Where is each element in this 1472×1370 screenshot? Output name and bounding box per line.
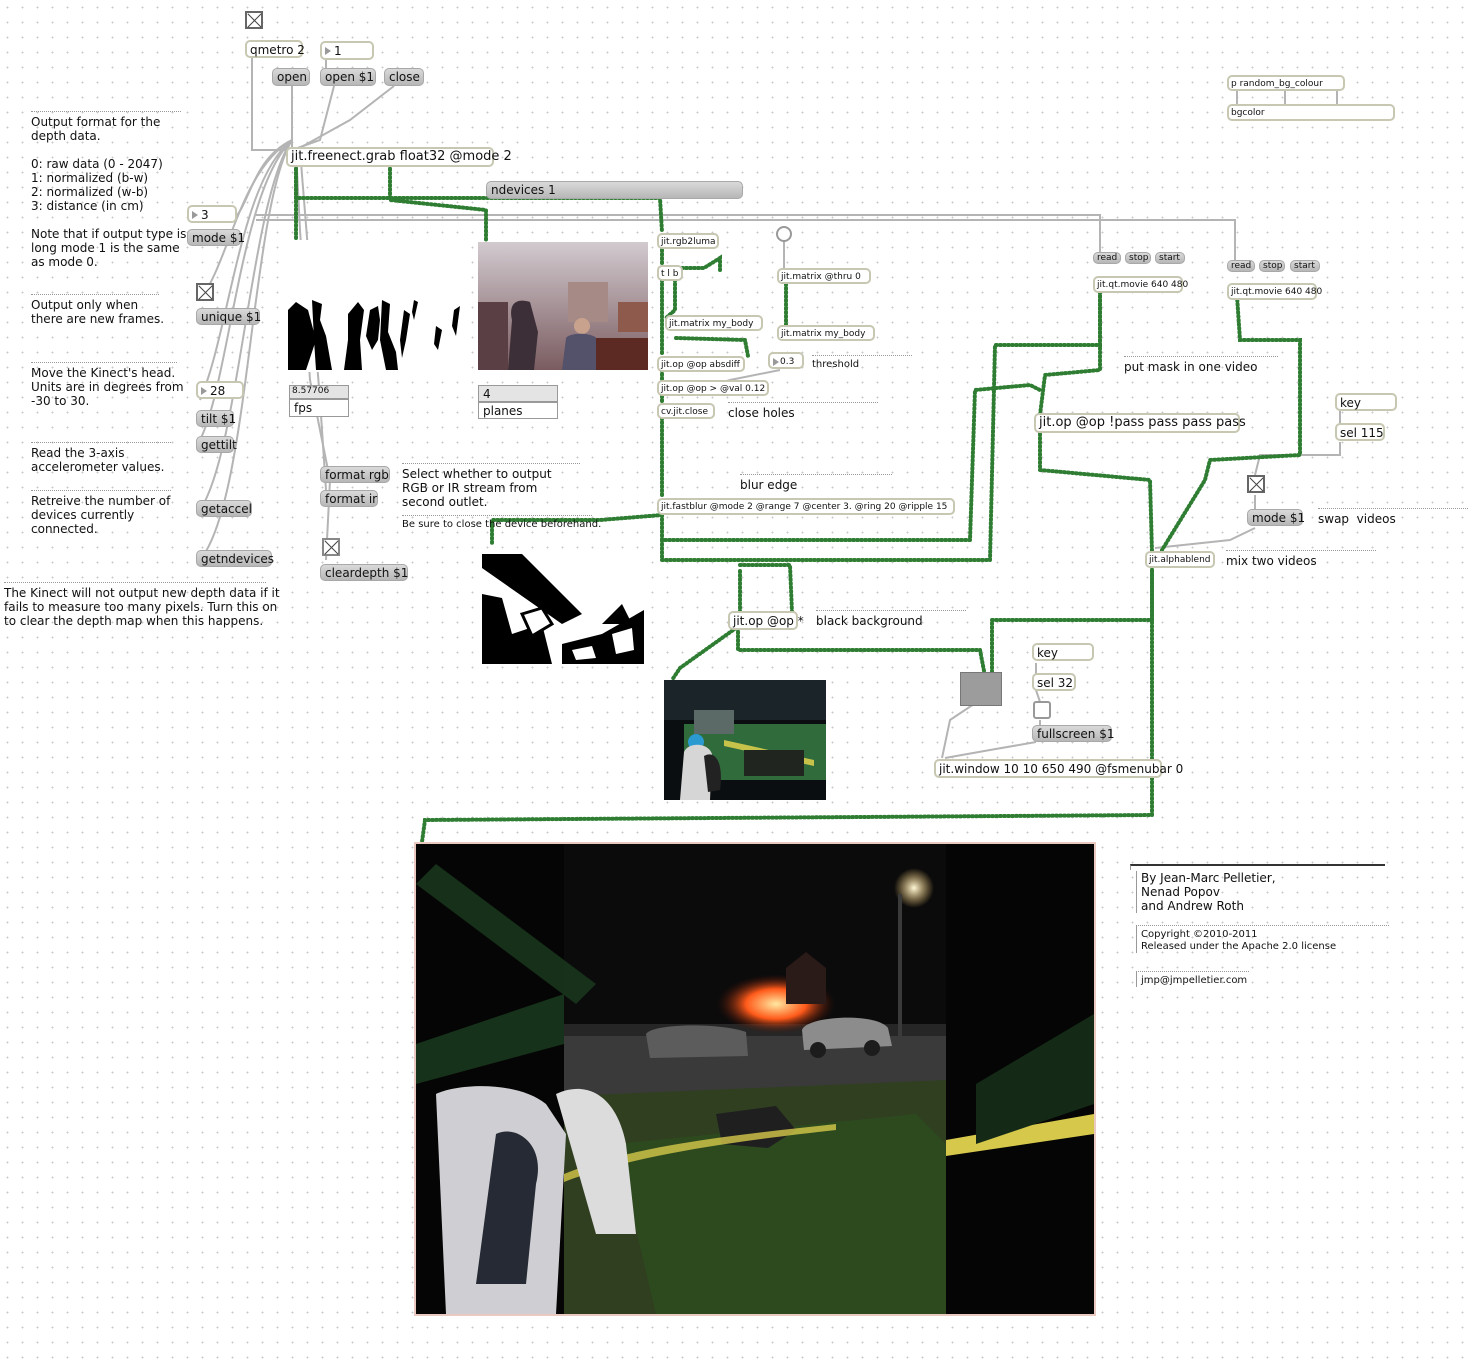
message-mode-swap[interactable]: mode $1 xyxy=(1247,509,1305,526)
number-threshold[interactable]: 0.3 xyxy=(768,352,804,369)
object-qtmovie1[interactable]: jit.qt.movie 640 480 xyxy=(1093,276,1188,293)
message-ndevices[interactable]: ndevices 1 xyxy=(486,181,743,199)
object-sel115[interactable]: sel 115 xyxy=(1335,423,1385,441)
message-mode[interactable]: mode $1 xyxy=(187,229,245,246)
bang-trigger[interactable] xyxy=(776,226,792,242)
message-stop2[interactable]: stop xyxy=(1259,260,1285,272)
gate-switch[interactable] xyxy=(960,672,1002,706)
message-format-rgb[interactable]: format rgb xyxy=(320,466,390,483)
message-getndevices[interactable]: getndevices xyxy=(196,550,274,567)
comment-black-background: black background xyxy=(816,610,966,628)
message-close[interactable]: close xyxy=(384,68,424,86)
message-getaccel[interactable]: getaccel xyxy=(196,500,252,517)
comment-close-holes: close holes xyxy=(728,402,878,420)
number-open[interactable]: 1 xyxy=(320,41,374,60)
depth-preview xyxy=(286,240,466,372)
comment-credits: By Jean-Marc Pelletier, Nenad Popov and … xyxy=(1136,871,1389,913)
message-open1[interactable]: open $1 xyxy=(320,68,376,86)
comment-email: jmp@jmpelletier.com xyxy=(1136,971,1249,987)
message-tilt[interactable]: tilt $1 xyxy=(196,410,236,427)
object-rgb2luma[interactable]: jit.rgb2luma xyxy=(657,233,719,249)
object-random-bg[interactable]: p random_bg_colour xyxy=(1227,75,1345,91)
message-unique[interactable]: unique $1 xyxy=(196,308,261,325)
comment-unique: Output only when there are new frames. xyxy=(31,294,164,326)
message-read2[interactable]: read xyxy=(1227,260,1255,272)
fps-label: fps xyxy=(289,399,349,417)
comment-mix: mix two videos xyxy=(1226,550,1376,568)
comment-ndevices: Retreive the number of devices currently… xyxy=(31,490,171,536)
message-format-ir[interactable]: format ir xyxy=(320,490,378,507)
comment-copyright: Copyright ©2010-2011 Released under the … xyxy=(1136,925,1389,953)
planes-value: 4 xyxy=(478,385,558,402)
comment-threshold: threshold xyxy=(812,355,912,371)
object-jit-window[interactable]: jit.window 10 10 650 490 @fsmenubar 0 xyxy=(934,759,1183,778)
object-matrix-body2[interactable]: jit.matrix my_body xyxy=(777,325,875,341)
message-start1[interactable]: start xyxy=(1155,252,1185,264)
toggle-swap[interactable] xyxy=(1247,475,1265,493)
object-qtmovie2[interactable]: jit.qt.movie 640 480 xyxy=(1227,283,1322,300)
object-key2[interactable]: key xyxy=(1032,643,1094,661)
comment-format-note: Be sure to close the device beforehand. xyxy=(402,515,601,531)
object-tlb[interactable]: t l b xyxy=(657,265,683,281)
number-mode[interactable]: 3 xyxy=(187,205,237,223)
message-open[interactable]: open xyxy=(272,68,310,86)
main-output-window xyxy=(414,842,1096,1316)
composite-preview xyxy=(664,680,826,800)
fps-value: 8.57706 xyxy=(289,385,349,399)
message-read1[interactable]: read xyxy=(1093,252,1121,264)
object-cv-close[interactable]: cv.jit.close xyxy=(657,403,715,419)
message-fullscreen[interactable]: fullscreen $1 xyxy=(1032,725,1114,742)
toggle-cleardepth[interactable] xyxy=(322,538,340,556)
object-op-pass[interactable]: jit.op @op !pass pass pass pass xyxy=(1034,413,1246,433)
object-matrix-thru[interactable]: jit.matrix @thru 0 xyxy=(777,268,871,284)
object-op-absdiff[interactable]: jit.op @op absdiff xyxy=(657,356,745,372)
message-cleardepth[interactable]: cleardepth $1 xyxy=(320,564,408,581)
number-tilt[interactable]: 28 xyxy=(196,381,244,399)
object-sel32[interactable]: sel 32 xyxy=(1032,673,1076,691)
toggle-unique[interactable] xyxy=(196,283,214,301)
message-stop1[interactable]: stop xyxy=(1125,252,1151,264)
object-alphablend[interactable]: jit.alphablend xyxy=(1145,551,1215,568)
comment-cleardepth: The Kinect will not output new depth dat… xyxy=(4,582,280,628)
toggle-metro[interactable] xyxy=(245,11,263,29)
object-op-mult[interactable]: jit.op @op * xyxy=(728,611,804,630)
object-fastblur[interactable]: jit.fastblur @mode 2 @range 7 @center 3.… xyxy=(657,498,955,515)
object-op-gt[interactable]: jit.op @op > @val 0.12 xyxy=(657,380,769,396)
comment-blur-edge: blur edge xyxy=(740,474,892,492)
bang-fullscreen[interactable] xyxy=(1033,701,1051,719)
comment-tilt: Move the Kinect's head. Units are in deg… xyxy=(31,362,184,408)
comment-accel: Read the 3-axis accelerometer values. xyxy=(31,442,171,474)
comment-output-format: Output format for the depth data. 0: raw… xyxy=(31,111,186,269)
mask-preview xyxy=(482,554,644,664)
message-gettilt[interactable]: gettilt xyxy=(196,436,237,453)
object-qmetro[interactable]: qmetro 2 xyxy=(245,40,305,58)
comment-format: Select whether to output RGB or IR strea… xyxy=(402,463,580,509)
object-bgcolor[interactable]: bgcolor xyxy=(1227,104,1395,121)
object-matrix-body1[interactable]: jit.matrix my_body xyxy=(665,315,763,331)
object-freenect-grab[interactable]: jit.freenect.grab float32 @mode 2 xyxy=(286,147,512,167)
comment-swap: swap videos xyxy=(1318,508,1468,526)
message-start2[interactable]: start xyxy=(1290,260,1320,272)
object-key1[interactable]: key xyxy=(1335,393,1397,411)
comment-put-mask: put mask in one video xyxy=(1124,356,1278,374)
credits-rule xyxy=(1130,864,1385,870)
planes-label: planes xyxy=(478,402,558,419)
rgb-preview xyxy=(478,242,648,370)
